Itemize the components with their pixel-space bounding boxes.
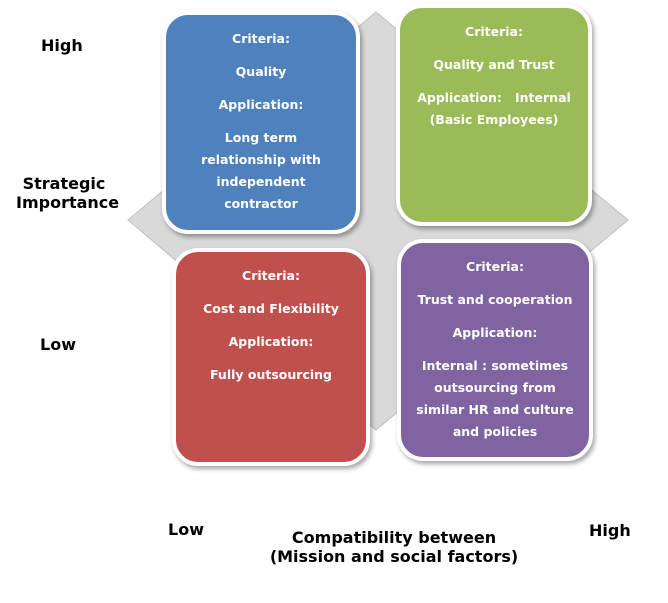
y-axis-low-label: Low [40, 335, 76, 354]
criteria-label: Criteria: [242, 268, 300, 283]
x-axis-title: Compatibility between (Mission and socia… [266, 528, 522, 566]
quadrant-bottom-left: Criteria: Cost and Flexibility Applicati… [172, 248, 370, 466]
x-axis-title-line2: (Mission and social factors) [269, 547, 519, 566]
application-label: Application: [228, 334, 314, 349]
application-label: Application: [417, 90, 502, 105]
quadrant-bottom-right: Criteria: Trust and cooperation Applicat… [397, 239, 593, 461]
criteria-label: Criteria: [466, 259, 524, 274]
criteria-value: Quality [235, 64, 287, 79]
y-axis-title: Strategic Importance [16, 174, 120, 212]
quadrant-top-left: Criteria: Quality Application: Long term… [162, 11, 360, 234]
y-axis-high-label: High [41, 36, 83, 55]
application-value: Fully outsourcing [210, 367, 332, 382]
y-axis-title-line1: Strategic [22, 174, 106, 193]
criteria-value: Trust and cooperation [417, 292, 573, 307]
quadrant-top-right: Criteria: Quality and Trust Application:… [396, 4, 592, 226]
application-value: Long term relationship with independent … [201, 130, 321, 211]
application-label: Application: [452, 325, 538, 340]
application-label: Application: [218, 97, 304, 112]
application-row: Application: Internal [412, 87, 576, 109]
criteria-value: Quality and Trust [433, 57, 555, 72]
application-note: (Basic Employees) [429, 112, 559, 127]
x-axis-high-label: High [589, 521, 631, 540]
criteria-value: Cost and Flexibility [203, 301, 339, 316]
x-axis-low-label: Low [168, 520, 204, 539]
application-value: Internal [515, 90, 571, 105]
criteria-label: Criteria: [465, 24, 523, 39]
application-value: Internal : sometimes outsourcing from si… [416, 358, 574, 439]
y-axis-title-line2: Importance [16, 193, 120, 212]
x-axis-title-line1: Compatibility between [291, 528, 497, 547]
criteria-label: Criteria: [232, 31, 290, 46]
